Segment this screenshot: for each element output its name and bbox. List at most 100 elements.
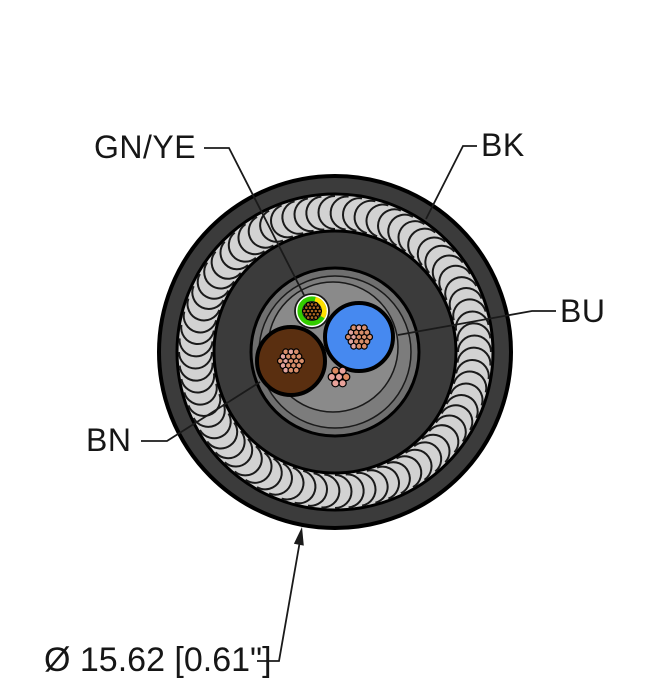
braid-strand-arc — [270, 204, 294, 239]
braid-strand-arc — [219, 241, 249, 271]
braid-strand-arc — [440, 404, 474, 431]
braid-strand-arc — [317, 195, 336, 230]
braid-strand-arc — [452, 298, 487, 321]
wire-brown-strands — [276, 348, 306, 374]
braid-strand-arc — [428, 424, 460, 453]
copper-strand-dot — [331, 379, 340, 388]
braid-strand-arc — [191, 285, 225, 310]
braid-strand-arc — [445, 394, 479, 419]
braid-strand-arc — [183, 383, 218, 406]
braid-strand-arc — [178, 338, 214, 358]
braid-strand-arc — [444, 276, 478, 301]
braid-strand-arc — [206, 421, 239, 450]
braid-strand-arc — [386, 461, 411, 495]
braid-strand-arc — [227, 231, 257, 263]
braid-strand-arc — [387, 213, 414, 247]
leader-line-bn — [141, 381, 261, 442]
braid-strand-arc — [365, 203, 389, 238]
braid-strand-arc — [434, 414, 467, 443]
braid-strand-arc — [305, 195, 325, 231]
braid-strand-arc — [404, 448, 433, 481]
copper-strand-dot — [360, 324, 368, 332]
braid-strand-arc — [356, 471, 377, 507]
copper-strand-dot — [342, 372, 351, 382]
braid-strand-arc — [416, 236, 446, 266]
leader-line-bk — [425, 145, 477, 220]
braid-strand-arc — [203, 261, 236, 290]
braid-strand-arc — [456, 346, 492, 366]
copper-strand-dot — [338, 379, 347, 388]
copper-strand-dot — [313, 301, 319, 307]
braid-strand-arc — [329, 195, 349, 231]
dimension-arrowhead-icon — [293, 527, 304, 546]
leader-line-gnye — [204, 147, 305, 296]
label-bk: BK — [481, 127, 525, 163]
braid-strand-arc — [180, 373, 216, 394]
braid-strand-arc — [281, 466, 305, 501]
leader-line-bu — [397, 310, 556, 336]
label-gnye: GN/YE — [94, 129, 197, 165]
copper-strand-dot — [313, 315, 319, 321]
braid-strand-arc — [407, 227, 436, 259]
wire-gnye-strands — [301, 301, 323, 321]
braid-strand-arc — [377, 208, 402, 242]
copper-strand-dot — [331, 366, 340, 375]
braid-strand-arc — [294, 469, 317, 505]
braid-strand-arc — [307, 472, 328, 507]
copper-strand-dot — [327, 372, 336, 382]
braid-strand-arc — [234, 445, 263, 477]
braid-strand-arc — [210, 251, 242, 280]
braid-strand-arc — [449, 382, 484, 406]
leader-line-dimension — [257, 534, 302, 662]
braid-strand-arc — [321, 473, 341, 509]
braid-strand-arc — [396, 455, 423, 488]
braid-strand-arc — [186, 298, 221, 322]
braid-strand-arc — [256, 457, 283, 491]
braid-strand-arc — [247, 216, 274, 249]
braid-strand-arc — [431, 254, 464, 283]
braid-strand-arc — [281, 200, 304, 235]
braid-strand-arc — [366, 469, 389, 504]
braid-strand-arc — [452, 370, 488, 393]
braid-strand-arc — [376, 465, 400, 500]
cable-body — [157, 174, 513, 530]
braid-strand-arc — [456, 322, 492, 342]
braid-strand-arc — [424, 244, 456, 274]
braid-strand-arc — [457, 334, 492, 353]
wire-blue-strands — [344, 324, 374, 350]
label-diameter-dimension: Ø 15.62 [0.61"] — [44, 641, 272, 679]
wire-gnye-yellow-stripe — [314, 296, 327, 319]
braid-strand-arc — [180, 324, 215, 345]
braid-strand-arc — [448, 287, 483, 311]
label-bn: BN — [86, 422, 132, 458]
braid-strand-arc — [196, 273, 230, 300]
label-bu: BU — [560, 293, 606, 329]
braid-strand-arc — [237, 223, 266, 256]
braid-strand-arcs — [178, 195, 492, 509]
braid-strand-arc — [293, 197, 314, 233]
leader-lines — [141, 145, 556, 662]
braid-strand-arc — [421, 433, 451, 463]
braid-strand-arc — [244, 451, 273, 484]
braid-strand-arc — [199, 413, 232, 440]
braid-strand-arc — [214, 430, 246, 460]
drain-wire-strands — [327, 366, 351, 388]
braid-strand-arc — [224, 438, 254, 468]
braid-strand-arc — [397, 220, 426, 253]
copper-strand-dot — [292, 348, 300, 356]
braid-strand-arc — [178, 362, 214, 382]
braid-strand-arc — [334, 474, 353, 509]
braid-strand-arc — [455, 359, 490, 380]
braid-strand-arc — [268, 462, 293, 496]
braid-strand-arc — [178, 351, 213, 370]
braid-strand-arc — [413, 441, 443, 473]
copper-strand-dot — [338, 366, 347, 375]
braid-strand-arc — [438, 264, 471, 291]
braid-strand-arc — [353, 199, 376, 235]
braid-strand-arc — [345, 473, 365, 509]
braid-strand-arc — [342, 197, 363, 232]
copper-strand-dot — [360, 342, 368, 350]
copper-strand-dot — [292, 366, 300, 374]
